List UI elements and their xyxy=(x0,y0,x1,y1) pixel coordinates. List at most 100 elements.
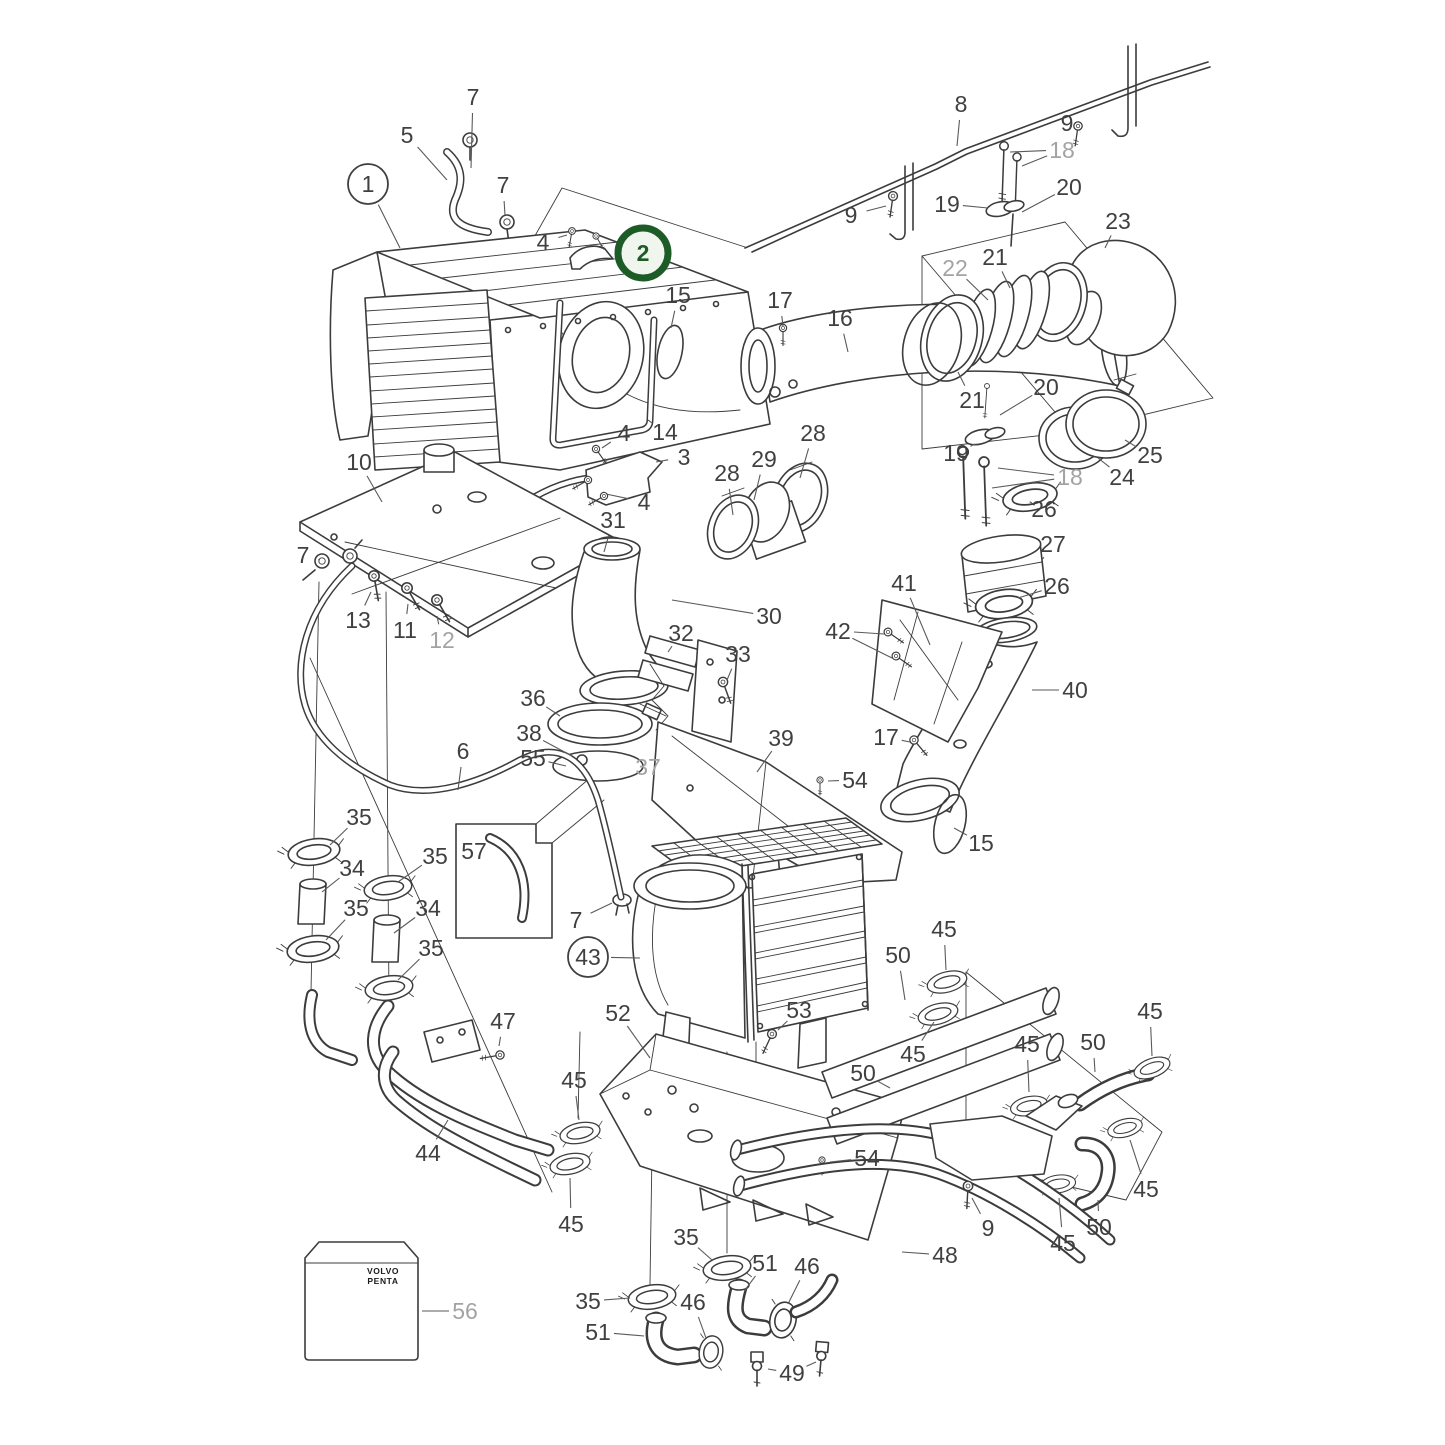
part-callout-12[interactable]: 12 xyxy=(429,627,455,653)
part-callout-51[interactable]: 51 xyxy=(585,1319,611,1345)
diagram-artwork: VOLVO PENTA xyxy=(274,43,1214,1387)
part-callout-7[interactable]: 7 xyxy=(467,84,480,110)
part-callout-24[interactable]: 24 xyxy=(1109,464,1135,490)
part-callout-17[interactable]: 17 xyxy=(873,724,899,750)
part-number: 19 xyxy=(943,440,969,466)
leader-line xyxy=(670,310,676,329)
part-callout-19[interactable]: 19 xyxy=(943,440,969,466)
part-callout-9[interactable]: 9 xyxy=(845,202,858,228)
part-callout-57[interactable]: 57 xyxy=(461,838,487,864)
part-callout-29[interactable]: 29 xyxy=(751,446,777,472)
part-callout-19[interactable]: 19 xyxy=(934,191,960,217)
part-callout-46[interactable]: 46 xyxy=(794,1253,820,1279)
part-callout-45[interactable]: 45 xyxy=(1137,998,1163,1024)
part-callout-27[interactable]: 27 xyxy=(1040,531,1066,557)
part-callout-13[interactable]: 13 xyxy=(345,607,371,633)
part-callout-53[interactable]: 53 xyxy=(786,997,812,1023)
part-callout-20[interactable]: 20 xyxy=(1033,374,1059,400)
leader-line xyxy=(999,394,1033,416)
part-callout-40[interactable]: 40 xyxy=(1062,677,1088,703)
part-callout-35[interactable]: 35 xyxy=(343,895,369,921)
part-callout-15[interactable]: 15 xyxy=(665,282,691,308)
part-callout-28[interactable]: 28 xyxy=(800,420,826,446)
part-callout-50[interactable]: 50 xyxy=(850,1060,876,1086)
hose-27-clamps-26 xyxy=(960,477,1066,625)
part-callout-34[interactable]: 34 xyxy=(415,895,441,921)
part-callout-34[interactable]: 34 xyxy=(339,855,365,881)
leader-line xyxy=(548,761,567,767)
part-callout-46[interactable]: 46 xyxy=(680,1289,706,1315)
part-callout-1[interactable]: 1 xyxy=(347,163,389,205)
part-callout-4[interactable]: 4 xyxy=(537,229,550,255)
part-callout-39[interactable]: 39 xyxy=(768,725,794,751)
part-callout-54[interactable]: 54 xyxy=(842,767,868,793)
part-callout-9[interactable]: 9 xyxy=(982,1215,995,1241)
part-callout-21[interactable]: 21 xyxy=(982,244,1008,270)
part-callout-18[interactable]: 18 xyxy=(1049,137,1075,163)
part-callout-9[interactable]: 9 xyxy=(1061,110,1074,136)
part-callout-51[interactable]: 51 xyxy=(752,1250,778,1276)
part-callout-16[interactable]: 16 xyxy=(827,305,853,331)
part-callout-26[interactable]: 26 xyxy=(1044,573,1070,599)
part-callout-45[interactable]: 45 xyxy=(1133,1176,1159,1202)
part-callout-26[interactable]: 26 xyxy=(1031,496,1057,522)
part-callout-7[interactable]: 7 xyxy=(297,542,310,568)
part-callout-15[interactable]: 15 xyxy=(968,830,994,856)
part-callout-45[interactable]: 45 xyxy=(900,1041,926,1067)
part-number: 2 xyxy=(637,240,650,266)
part-callout-2[interactable]: 2 xyxy=(614,224,672,282)
part-callout-45[interactable]: 45 xyxy=(1050,1230,1076,1256)
part-callout-36[interactable]: 36 xyxy=(520,685,546,711)
part-callout-45[interactable]: 45 xyxy=(558,1211,584,1237)
part-callout-44[interactable]: 44 xyxy=(415,1140,441,1166)
part-callout-23[interactable]: 23 xyxy=(1105,208,1131,234)
part-callout-30[interactable]: 30 xyxy=(756,603,782,629)
part-number: 21 xyxy=(982,244,1008,270)
part-callout-33[interactable]: 33 xyxy=(725,641,751,667)
part-callout-50[interactable]: 50 xyxy=(885,942,911,968)
part-callout-43[interactable]: 43 xyxy=(567,936,609,978)
part-callout-52[interactable]: 52 xyxy=(605,1000,631,1026)
part-callout-56[interactable]: 56 xyxy=(452,1298,478,1324)
part-callout-25[interactable]: 25 xyxy=(1137,442,1163,468)
part-callout-35[interactable]: 35 xyxy=(418,935,444,961)
part-callout-45[interactable]: 45 xyxy=(561,1067,587,1093)
part-callout-49[interactable]: 49 xyxy=(779,1360,805,1386)
part-callout-47[interactable]: 47 xyxy=(490,1008,516,1034)
part-callout-6[interactable]: 6 xyxy=(457,738,470,764)
part-callout-35[interactable]: 35 xyxy=(673,1224,699,1250)
part-callout-45[interactable]: 45 xyxy=(1014,1031,1040,1057)
part-callout-21[interactable]: 21 xyxy=(959,387,985,413)
part-callout-4[interactable]: 4 xyxy=(638,489,651,515)
part-callout-38[interactable]: 38 xyxy=(516,720,542,746)
part-callout-54[interactable]: 54 xyxy=(854,1145,880,1171)
part-callout-31[interactable]: 31 xyxy=(600,507,626,533)
part-callout-3[interactable]: 3 xyxy=(678,444,691,470)
part-callout-28[interactable]: 28 xyxy=(714,460,740,486)
leader-line xyxy=(799,448,810,479)
part-callout-7[interactable]: 7 xyxy=(497,172,510,198)
part-callout-8[interactable]: 8 xyxy=(955,91,968,117)
part-callout-35[interactable]: 35 xyxy=(422,843,448,869)
part-callout-55[interactable]: 55 xyxy=(520,745,546,771)
part-callout-48[interactable]: 48 xyxy=(932,1242,958,1268)
part-callout-7[interactable]: 7 xyxy=(570,907,583,933)
part-callout-17[interactable]: 17 xyxy=(767,287,793,313)
part-callout-50[interactable]: 50 xyxy=(1086,1214,1112,1240)
part-callout-10[interactable]: 10 xyxy=(346,449,372,475)
part-callout-35[interactable]: 35 xyxy=(346,804,372,830)
part-callout-4[interactable]: 4 xyxy=(618,420,631,446)
part-callout-18[interactable]: 18 xyxy=(1057,464,1083,490)
part-callout-37[interactable]: 37 xyxy=(635,754,661,780)
part-callout-5[interactable]: 5 xyxy=(401,122,414,148)
part-callout-11[interactable]: 11 xyxy=(393,617,417,643)
part-callout-41[interactable]: 41 xyxy=(891,570,917,596)
part-callout-35[interactable]: 35 xyxy=(575,1288,601,1314)
part-callout-14[interactable]: 14 xyxy=(652,419,678,445)
part-callout-20[interactable]: 20 xyxy=(1056,174,1082,200)
part-callout-42[interactable]: 42 xyxy=(825,618,851,644)
part-callout-32[interactable]: 32 xyxy=(668,620,694,646)
part-callout-50[interactable]: 50 xyxy=(1080,1029,1106,1055)
part-callout-22[interactable]: 22 xyxy=(942,255,968,281)
part-callout-45[interactable]: 45 xyxy=(931,916,957,942)
